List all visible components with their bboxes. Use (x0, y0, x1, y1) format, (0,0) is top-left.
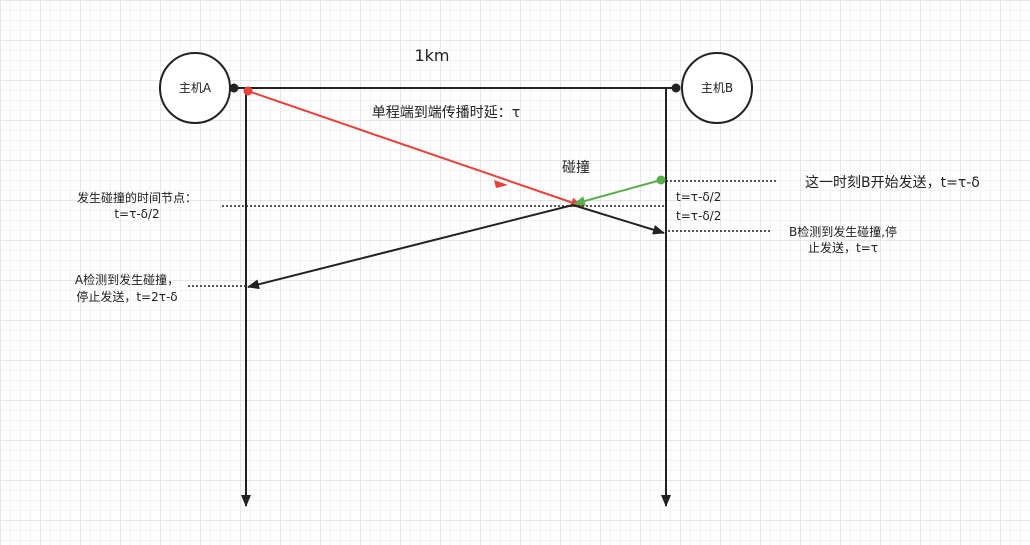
collision-time-label-line2: t=τ-δ/2 (114, 207, 159, 221)
host-a-label: 主机A (179, 81, 212, 95)
distance-label: 1km (414, 46, 449, 65)
b-time-label-2: t=τ-δ/2 (676, 209, 721, 223)
b-detect-label-line2: 止发送，t=τ (808, 240, 878, 255)
link-endpoint-b (671, 83, 681, 93)
a-detect-label-line1: A检测到发生碰撞， (75, 272, 179, 287)
host-b-label: 主机B (701, 81, 733, 95)
collision-to-b-arrow (572, 204, 665, 235)
signal-a-arrow (247, 90, 583, 208)
signal-a-mid-arrowhead (494, 180, 508, 188)
host-b: 主机B (681, 52, 753, 124)
link-endpoint-a (229, 83, 239, 93)
b-time-label-1: t=τ-δ/2 (676, 190, 721, 204)
signal-b-start-dot (656, 175, 666, 185)
collision-time-label-line1: 发生碰撞的时间节点： (77, 190, 197, 205)
propagation-label: 单程端到端传播时延：τ (372, 105, 520, 121)
b-start-label: 这一时刻B开始发送，t=τ-δ (805, 174, 980, 191)
a-detect-label-line2: 停止发送，t=2τ-δ (76, 289, 177, 304)
collision-label: 碰撞 (562, 160, 590, 176)
host-a: 主机A (159, 52, 231, 124)
signal-b-arrow (573, 179, 662, 206)
signal-a-start-dot (243, 86, 253, 96)
b-detect-label-line1: B检测到发生碰撞,停 (789, 224, 897, 239)
collision-to-a-arrow (247, 204, 574, 290)
